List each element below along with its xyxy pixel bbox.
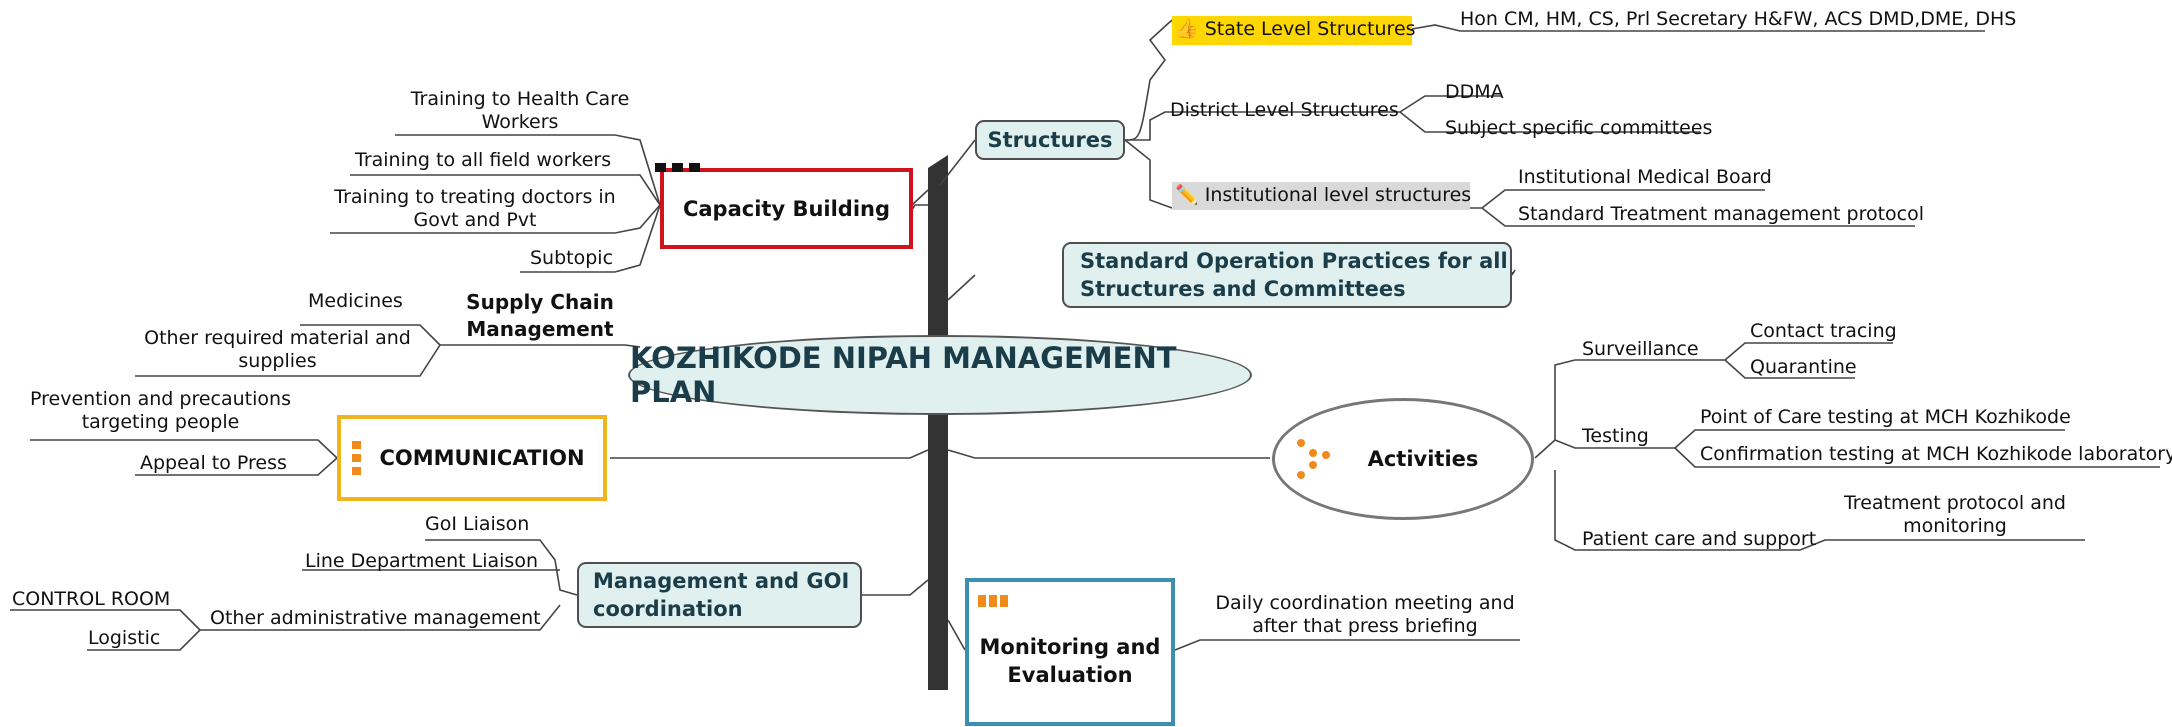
state-level-structures[interactable]: 👍 State Level Structures — [1175, 18, 1416, 40]
confirmation-testing[interactable]: Confirmation testing at MCH Kozhikode la… — [1700, 443, 2172, 465]
capacity-building-node[interactable]: Capacity Building — [660, 168, 913, 249]
communication-marker-icon — [352, 441, 364, 477]
district-leaf-committees[interactable]: Subject specific committees — [1445, 117, 1713, 139]
contact-tracing[interactable]: Contact tracing — [1750, 320, 1897, 342]
training-field-workers[interactable]: Training to all field workers — [355, 149, 612, 171]
quarantine[interactable]: Quarantine — [1750, 356, 1857, 378]
state-level-highlight — [1172, 16, 1412, 45]
monitoring-node[interactable]: Monitoring and Evaluation — [965, 578, 1175, 726]
activities-marker-icon — [1293, 437, 1331, 481]
training-treating-doctors[interactable]: Training to treating doctors in Govt and… — [334, 186, 616, 231]
monitoring-marker-icon — [978, 594, 1018, 608]
control-room[interactable]: CONTROL ROOM — [12, 588, 171, 610]
institutional-leaf-protocol[interactable]: Standard Treatment management protocol — [1518, 203, 1925, 225]
state-level-members[interactable]: Hon CM, HM, CS, Prl Secretary H&FW, ACS … — [1460, 8, 2017, 30]
district-level-structures[interactable]: District Level Structures — [1170, 99, 1399, 121]
surveillance-label[interactable]: Surveillance — [1582, 338, 1699, 360]
central-topic[interactable]: KOZHIKODE NIPAH MANAGEMENT PLAN — [628, 335, 1252, 415]
point-of-care-testing[interactable]: Point of Care testing at MCH Kozhikode — [1700, 406, 2071, 428]
goi-liaison[interactable]: GoI Liaison — [425, 513, 530, 535]
medicines[interactable]: Medicines — [308, 290, 403, 312]
patient-care-label[interactable]: Patient care and support — [1582, 528, 1817, 550]
supply-chain-node[interactable]: Supply Chain Management — [466, 290, 614, 341]
subtopic[interactable]: Subtopic — [530, 247, 614, 269]
activities-node[interactable]: Activities — [1272, 398, 1534, 520]
line-department-liaison[interactable]: Line Department Liaison — [305, 550, 539, 572]
thumbs-up-icon: 👍 — [1175, 18, 1199, 40]
appeal-to-press[interactable]: Appeal to Press — [140, 452, 287, 474]
institutional-level-structures[interactable]: ✏️ Institutional level structures — [1175, 184, 1472, 206]
pencil-icon: ✏️ — [1175, 184, 1199, 206]
sop-node[interactable]: Standard Operation Practices for all Str… — [1062, 242, 1512, 308]
institutional-level-highlight — [1172, 182, 1470, 210]
capacity-marker-icon — [655, 160, 729, 172]
logistic[interactable]: Logistic — [88, 627, 161, 649]
other-administrative-management[interactable]: Other administrative management — [210, 607, 541, 629]
district-leaf-ddma[interactable]: DDMA — [1445, 81, 1504, 103]
testing-label[interactable]: Testing — [1582, 425, 1649, 447]
training-health-care-workers[interactable]: Training to Health Care Workers — [410, 88, 630, 133]
treatment-protocol[interactable]: Treatment protocol and monitoring — [1843, 492, 2066, 537]
communication-node[interactable]: COMMUNICATION — [337, 415, 607, 501]
daily-coordination-meeting[interactable]: Daily coordination meeting and after tha… — [1215, 592, 1515, 637]
management-node[interactable]: Management and GOI coordination — [577, 562, 862, 628]
institutional-leaf-board[interactable]: Institutional Medical Board — [1518, 166, 1772, 188]
structures-node[interactable]: Structures — [975, 120, 1125, 160]
prevention-precautions[interactable]: Prevention and precautions targeting peo… — [30, 388, 291, 433]
other-required-material[interactable]: Other required material and supplies — [144, 327, 411, 372]
